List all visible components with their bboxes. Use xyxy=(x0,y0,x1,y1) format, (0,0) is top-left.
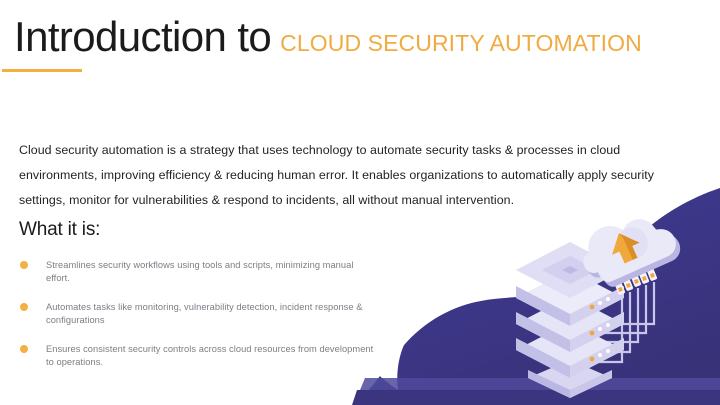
page-title-accent: CLOUD SECURITY AUTOMATION xyxy=(280,30,642,56)
intro-paragraph: Cloud security automation is a strategy … xyxy=(19,143,655,208)
bullet-text: Automates tasks like monitoring, vulnera… xyxy=(46,302,363,325)
plug-group xyxy=(613,264,658,295)
list-item: Automates tasks like monitoring, vulnera… xyxy=(20,301,380,327)
upload-arrow-icon xyxy=(612,233,640,264)
title-underline-rule xyxy=(2,69,82,72)
slide-header: Introduction to CLOUD SECURITY AUTOMATIO… xyxy=(14,14,704,60)
list-item: Streamlines security workflows using too… xyxy=(20,259,380,285)
bullet-dot-icon xyxy=(20,261,28,269)
page-title: Introduction to xyxy=(14,13,272,60)
bullet-dot-icon xyxy=(20,345,28,353)
list-item: Ensures consistent security controls acr… xyxy=(20,343,380,369)
isometric-server-stack xyxy=(516,242,624,398)
bullet-text: Ensures consistent security controls acr… xyxy=(46,344,374,367)
bullet-list: Streamlines security workflows using too… xyxy=(20,259,380,385)
bullet-dot-icon xyxy=(20,303,28,311)
cloud-server-automation-illustration xyxy=(516,219,681,398)
cloud-icon xyxy=(583,219,681,287)
section-subheading: What it is: xyxy=(19,219,101,240)
bullet-text: Streamlines security workflows using too… xyxy=(46,260,354,283)
cable-group xyxy=(576,282,656,364)
